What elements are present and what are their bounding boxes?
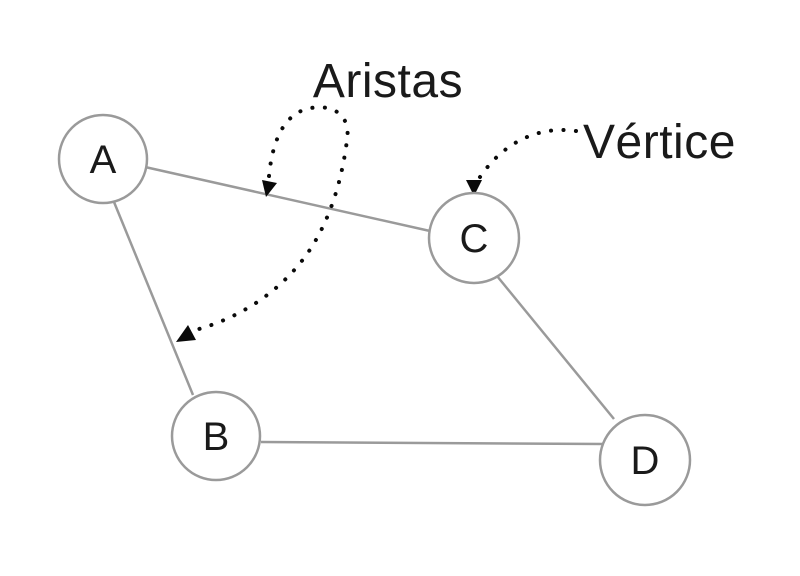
edge-a-b: [112, 201, 195, 396]
edge-a-c: [144, 165, 431, 233]
node-d-circle: [598, 413, 692, 507]
vertice-arrowhead: [466, 180, 482, 196]
node-c-label: C: [460, 217, 489, 261]
edge-c-d: [496, 275, 615, 420]
aristas-arrowhead-edge-ab: [176, 325, 196, 342]
vertice-label: Vértice: [583, 116, 736, 169]
node-b-circle: [170, 390, 262, 482]
node-c-circle: [427, 191, 521, 285]
aristas-arrowhead-edge-ac: [262, 180, 277, 197]
node-b: B: [170, 390, 262, 482]
aristas-arrow-curve: [197, 105, 350, 331]
aristas-label: Aristas: [313, 55, 463, 108]
node-a-label: A: [90, 138, 117, 182]
node-c: C: [427, 191, 521, 285]
node-b-label: B: [203, 415, 230, 459]
vertice-arrow-curve: [478, 128, 578, 179]
node-a: A: [57, 113, 149, 205]
edge-b-d: [260, 440, 605, 446]
node-a-circle: [57, 113, 149, 205]
node-d-label: D: [631, 439, 660, 483]
node-d: D: [598, 413, 692, 507]
